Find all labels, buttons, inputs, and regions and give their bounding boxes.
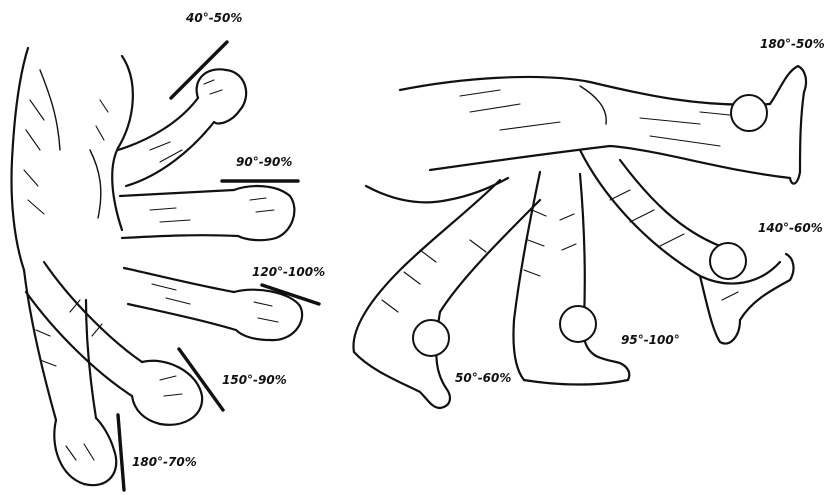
elbow-label-120: 120°-100% (252, 265, 325, 279)
hip-outline (366, 178, 508, 202)
elbow-label-150: 150°-90% (222, 373, 287, 387)
leg-50deg (353, 180, 540, 408)
arm-elbow-figure: 40°-50% 90°-90% 120°-100% 150°-90% 180°-… (12, 11, 326, 490)
knee-label-50: 50°-60% (455, 371, 511, 385)
elbow-label-90: 90°-90% (236, 155, 292, 169)
leg-knee-figure: 180°-50% 140°-60% 95°-100° 50°-60% (353, 37, 824, 408)
knee-joint-95 (560, 306, 596, 342)
leg-140deg (580, 150, 793, 344)
elbow-label-40: 40°-50% (185, 11, 242, 25)
shoulder-upper-arm (12, 48, 133, 270)
knee-joint-50 (413, 320, 449, 356)
elbow-angle-bar-120 (262, 285, 319, 304)
elbow-label-180: 180°-70% (132, 455, 197, 469)
leg-95deg (513, 172, 629, 385)
elbow-angle-bar-180 (118, 415, 124, 490)
knee-joint-180 (731, 95, 767, 131)
forearm-150deg (26, 262, 202, 425)
knee-label-95: 95°-100° (621, 333, 680, 347)
forearm-90deg (120, 186, 294, 240)
forearm-180deg (24, 270, 116, 485)
knee-label-180: 180°-50% (760, 37, 825, 51)
knee-label-140: 140°-60% (758, 221, 823, 235)
knee-joint-140 (710, 243, 746, 279)
